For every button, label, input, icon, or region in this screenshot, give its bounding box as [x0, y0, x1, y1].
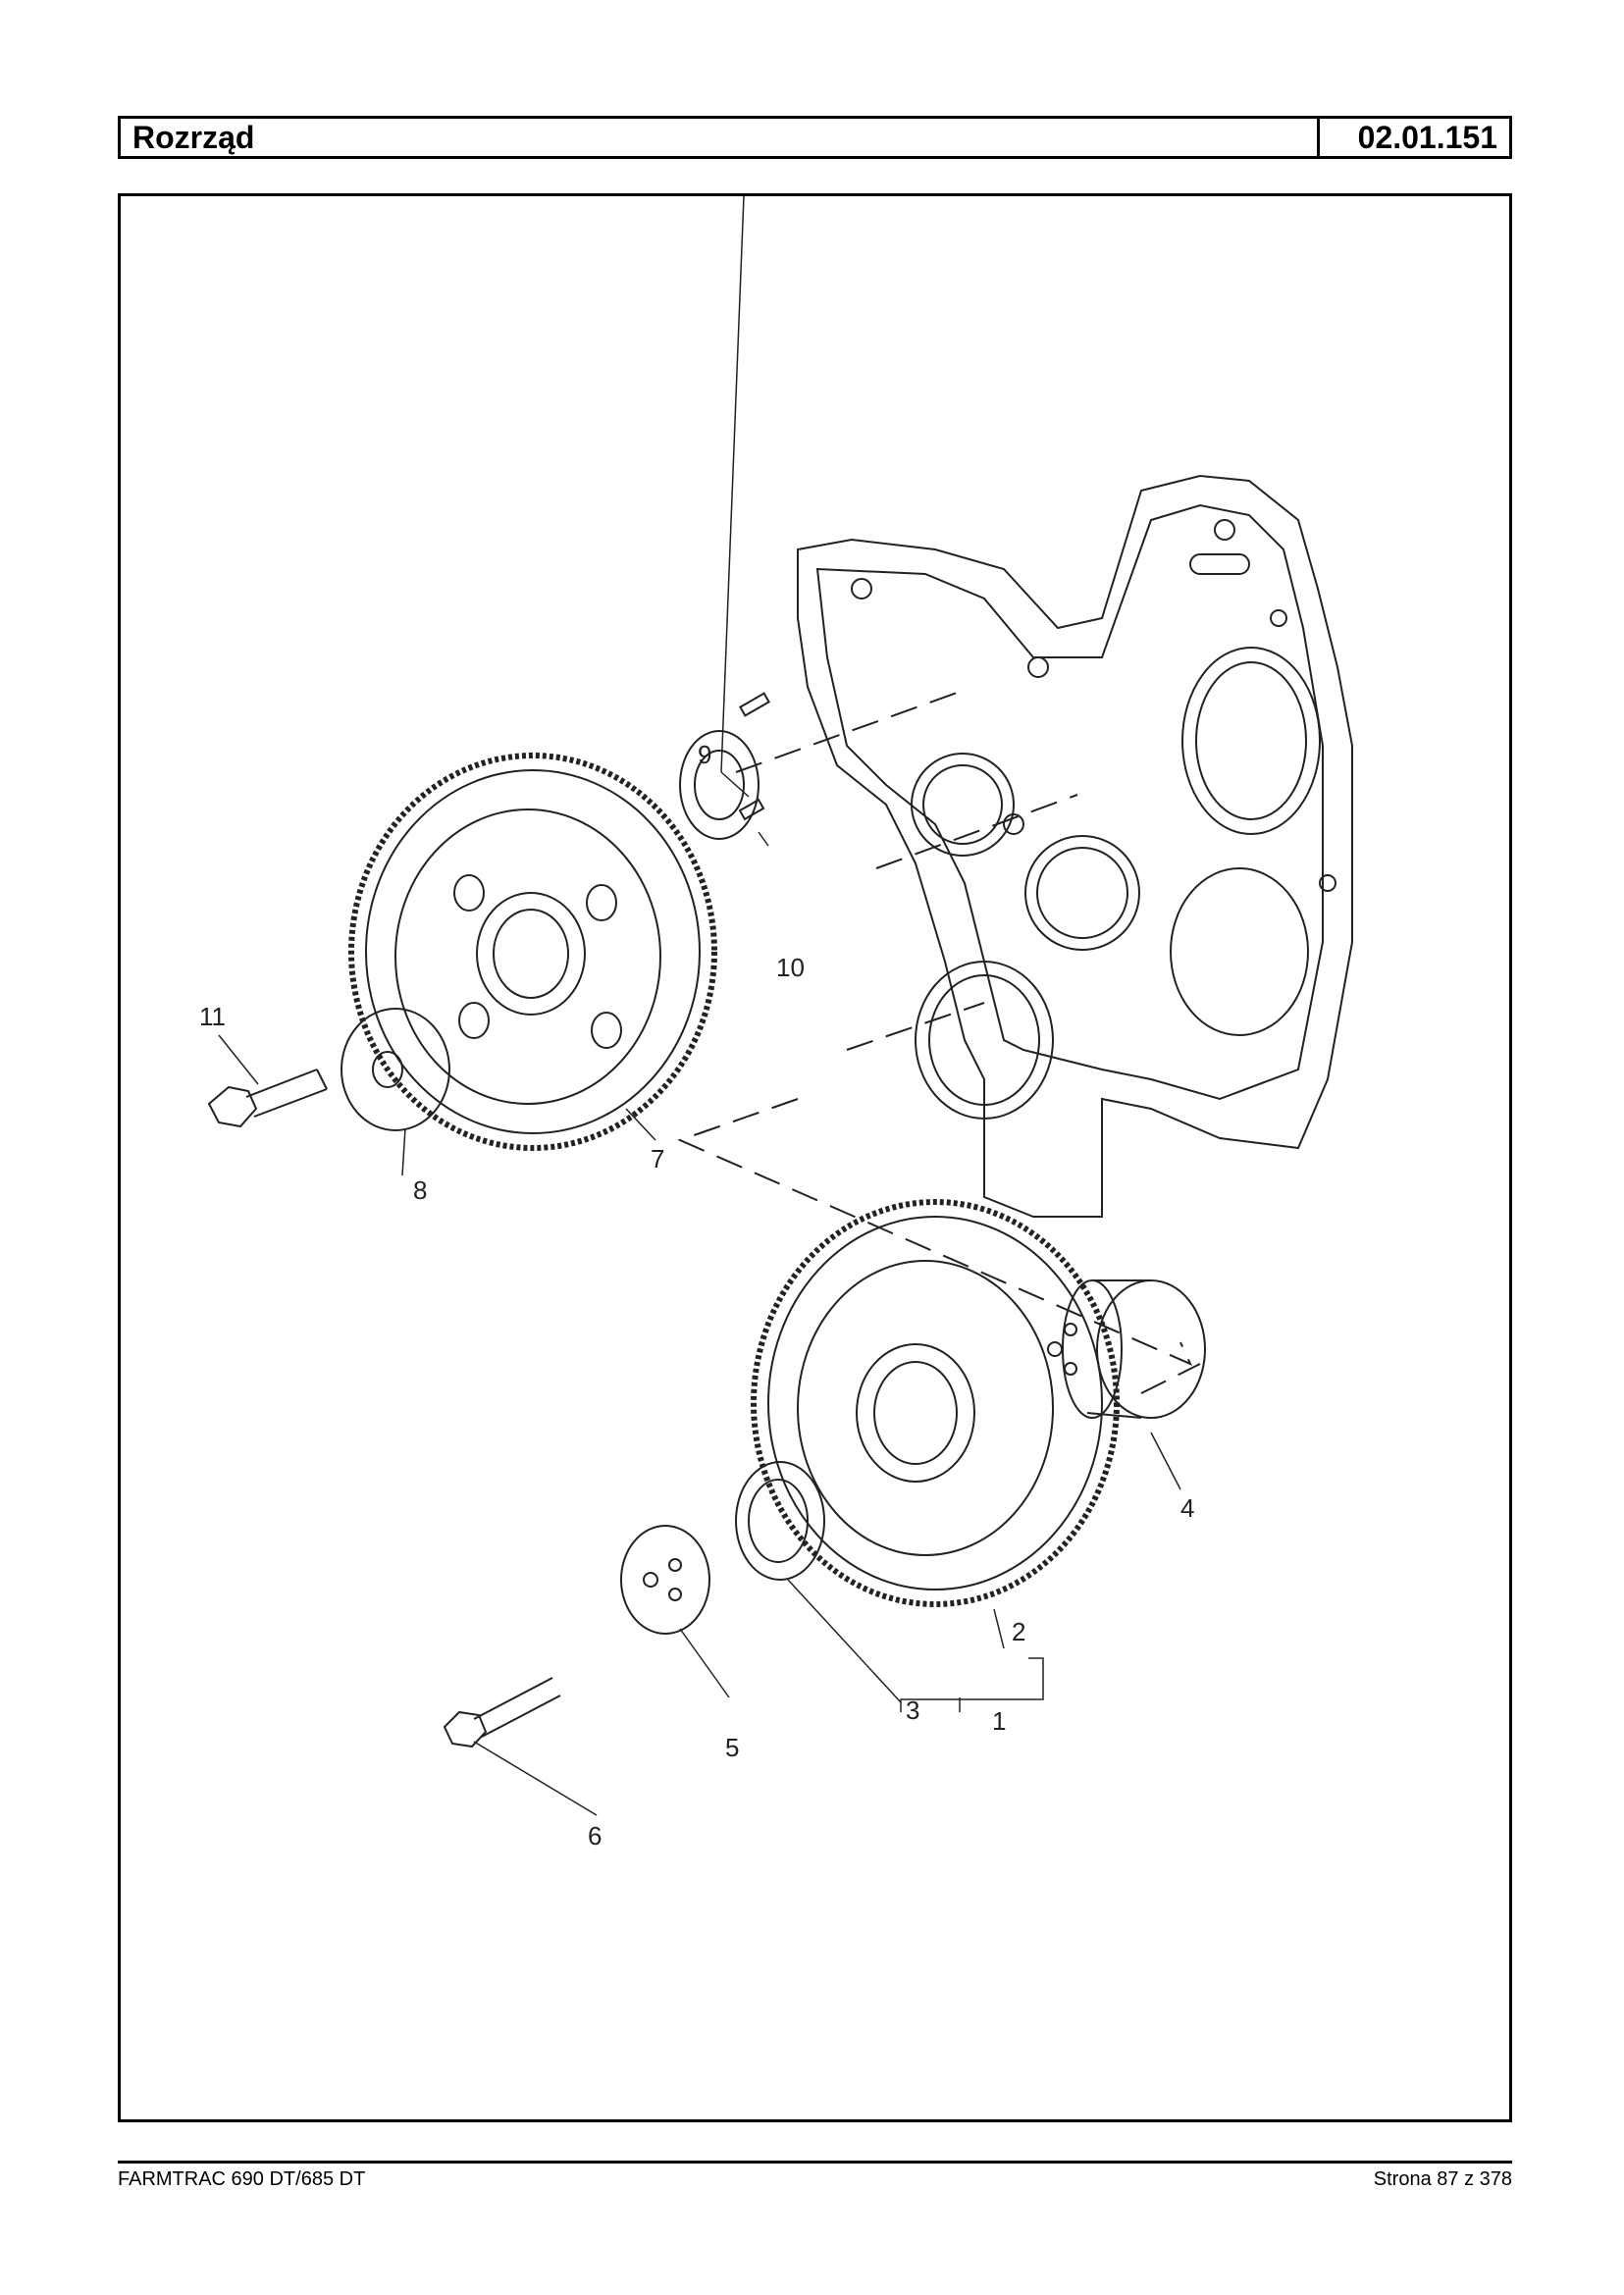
bolt-11 — [207, 1069, 328, 1128]
bolt-6 — [443, 1677, 561, 1748]
callout-11: 11 — [199, 1002, 226, 1031]
plate-5 — [620, 1525, 710, 1635]
callout-4: 4 — [1180, 1493, 1194, 1523]
thrust-washer-10 — [679, 730, 760, 840]
page-header: Rozrząd 02.01.151 — [118, 116, 1512, 159]
callout-5: 5 — [725, 1733, 739, 1762]
assembly-lines — [677, 691, 1201, 1394]
leader-lines — [218, 196, 1181, 1816]
washer-8 — [341, 1008, 450, 1131]
callout-3: 3 — [906, 1695, 919, 1725]
callout-7: 7 — [651, 1144, 664, 1174]
timing-cover — [797, 474, 1353, 1218]
gear-7 — [348, 753, 717, 1151]
footer-model: FARMTRAC 690 DT/685 DT — [118, 2168, 366, 2190]
section-title: Rozrząd — [132, 119, 255, 155]
diagram-frame: 1 2 3 4 5 6 7 8 9 10 11 — [118, 193, 1512, 2122]
callout-1: 1 — [992, 1706, 1006, 1736]
callout-labels: 1 2 3 4 5 6 7 8 9 10 11 — [199, 740, 1194, 1851]
ring-3 — [735, 1461, 825, 1581]
gear-2 — [751, 1199, 1120, 1607]
parts-diagram: 1 2 3 4 5 6 7 8 9 10 11 — [199, 196, 1353, 1851]
hub-4 — [1047, 1279, 1206, 1419]
callout-2: 2 — [1012, 1617, 1025, 1646]
callout-6: 6 — [588, 1821, 602, 1851]
pin-9 — [738, 798, 765, 821]
footer-divider — [118, 2161, 1512, 2164]
section-code: 02.01.151 — [1317, 119, 1509, 156]
callout-9: 9 — [698, 740, 711, 769]
callout-8: 8 — [413, 1175, 427, 1205]
callout-10: 10 — [776, 953, 805, 982]
footer-page-number: Strona 87 z 378 — [1373, 2168, 1512, 2190]
